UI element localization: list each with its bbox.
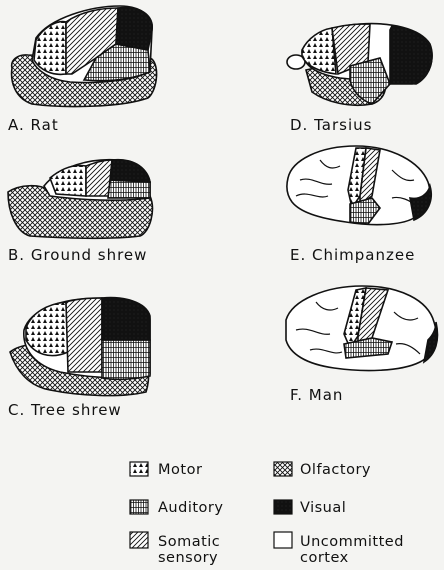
legend-label-uncommitted-1: Uncommitted (300, 534, 404, 550)
legend-swatch-olfactory (274, 462, 292, 476)
legend-item-motor: Motor (130, 462, 202, 478)
label-rat: A. Rat (8, 116, 59, 134)
legend-label-olfactory: Olfactory (300, 462, 371, 478)
legend-item-olfactory: Olfactory (274, 462, 371, 478)
panel-tree-shrew: C. Tree shrew (8, 298, 150, 419)
brain-ground-shrew (8, 160, 152, 239)
tarsius-motor (302, 28, 336, 74)
legend: Motor Olfactory Auditory Visual Somatic … (130, 462, 404, 566)
brain-tree-shrew (10, 298, 150, 396)
legend-item-visual: Visual (274, 500, 346, 516)
label-tree-shrew: C. Tree shrew (8, 401, 122, 419)
brain-tarsius (287, 24, 432, 106)
tarsius-visual (390, 26, 432, 84)
panel-ground-shrew: B. Ground shrew (8, 160, 152, 264)
label-chimpanzee: E. Chimpanzee (290, 246, 415, 264)
rat-motor (34, 22, 66, 75)
label-ground-shrew: B. Ground shrew (8, 246, 147, 264)
tree-shrew-somatic (66, 298, 102, 372)
legend-swatch-auditory (130, 500, 148, 514)
legend-label-somatic-1: Somatic (158, 534, 220, 550)
panel-tarsius: D. Tarsius (287, 24, 432, 134)
ground-shrew-auditory (108, 180, 150, 198)
label-man: F. Man (290, 386, 343, 404)
legend-label-motor: Motor (158, 462, 202, 478)
tree-shrew-visual (102, 298, 150, 340)
legend-label-somatic-2: sensory (158, 550, 218, 566)
legend-item-uncommitted: Uncommitted cortex (274, 532, 404, 566)
legend-label-uncommitted-2: cortex (300, 550, 349, 566)
rat-visual (116, 7, 152, 50)
legend-item-auditory: Auditory (130, 500, 223, 516)
legend-swatch-uncommitted (274, 532, 292, 548)
panel-man: F. Man (286, 286, 438, 404)
tree-shrew-auditory (102, 340, 150, 379)
label-tarsius: D. Tarsius (290, 116, 372, 134)
legend-swatch-motor (130, 462, 148, 476)
tree-shrew-motor (26, 302, 68, 356)
legend-label-visual: Visual (300, 500, 346, 516)
brain-rat (12, 6, 157, 106)
brain-man (286, 286, 438, 370)
panel-rat: A. Rat (8, 6, 157, 134)
ground-shrew-visual (110, 160, 150, 182)
legend-item-somatic-sensory: Somatic sensory (130, 532, 220, 566)
ground-shrew-motor (50, 166, 86, 197)
brain-chimpanzee (287, 146, 431, 225)
panel-chimpanzee: E. Chimpanzee (287, 146, 431, 264)
legend-swatch-somatic (130, 532, 148, 548)
legend-label-auditory: Auditory (158, 500, 223, 516)
legend-swatch-visual (274, 500, 292, 514)
